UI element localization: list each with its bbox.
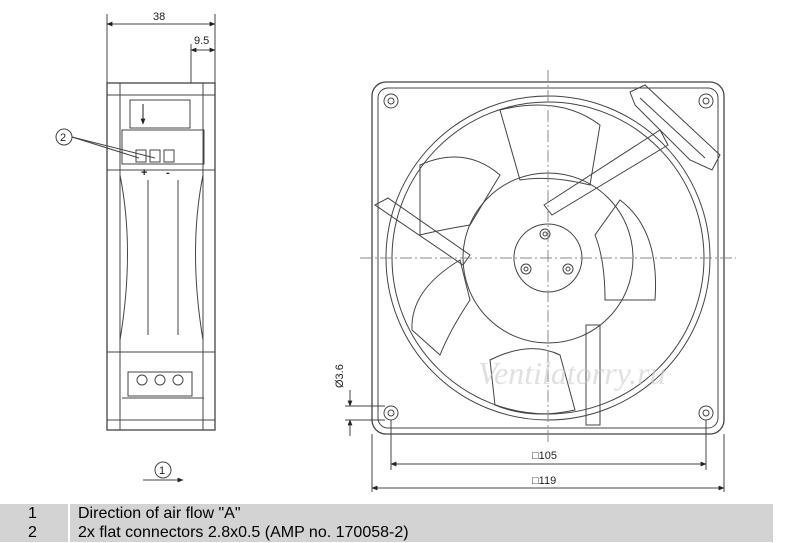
airflow-callout-label: 1 — [159, 465, 165, 477]
legend-row-1: 1 Direction of air flow "A" — [0, 504, 800, 524]
mount-hole-tl — [383, 93, 399, 109]
front-view — [345, 70, 736, 492]
mount-hole-tr — [698, 93, 714, 109]
mount-hole-bl — [383, 405, 399, 421]
mount-hole-br — [698, 405, 714, 421]
frame-size-label: □119 — [532, 475, 556, 487]
watermark: Ventilatorry.ru — [478, 355, 666, 391]
hole-spacing-label: □105 — [532, 450, 557, 462]
minus-terminal-label: - — [166, 167, 170, 179]
hole-diameter-label: Ø3.6 — [334, 364, 346, 388]
airflow-callout-circle — [154, 461, 172, 479]
connector-callout-circle — [55, 128, 73, 146]
depth-dimension-label: 38 — [153, 11, 165, 23]
legend-number: 2 — [0, 523, 68, 542]
offset-dimension-label: 9.5 — [194, 35, 209, 47]
plus-terminal-label: + — [141, 167, 147, 179]
legend-text: Direction of air flow "A" — [70, 504, 773, 523]
side-view — [55, 14, 216, 483]
fan-technical-drawing: 38 9.5 2 1 + - — [55, 11, 736, 492]
legend-text: 2x flat connectors 2.8x0.5 (AMP no. 1700… — [70, 523, 773, 542]
legend-number: 1 — [0, 504, 68, 523]
legend-row-2: 2 2x flat connectors 2.8x0.5 (AMP no. 17… — [0, 523, 800, 543]
connector-callout-label: 2 — [60, 132, 66, 144]
